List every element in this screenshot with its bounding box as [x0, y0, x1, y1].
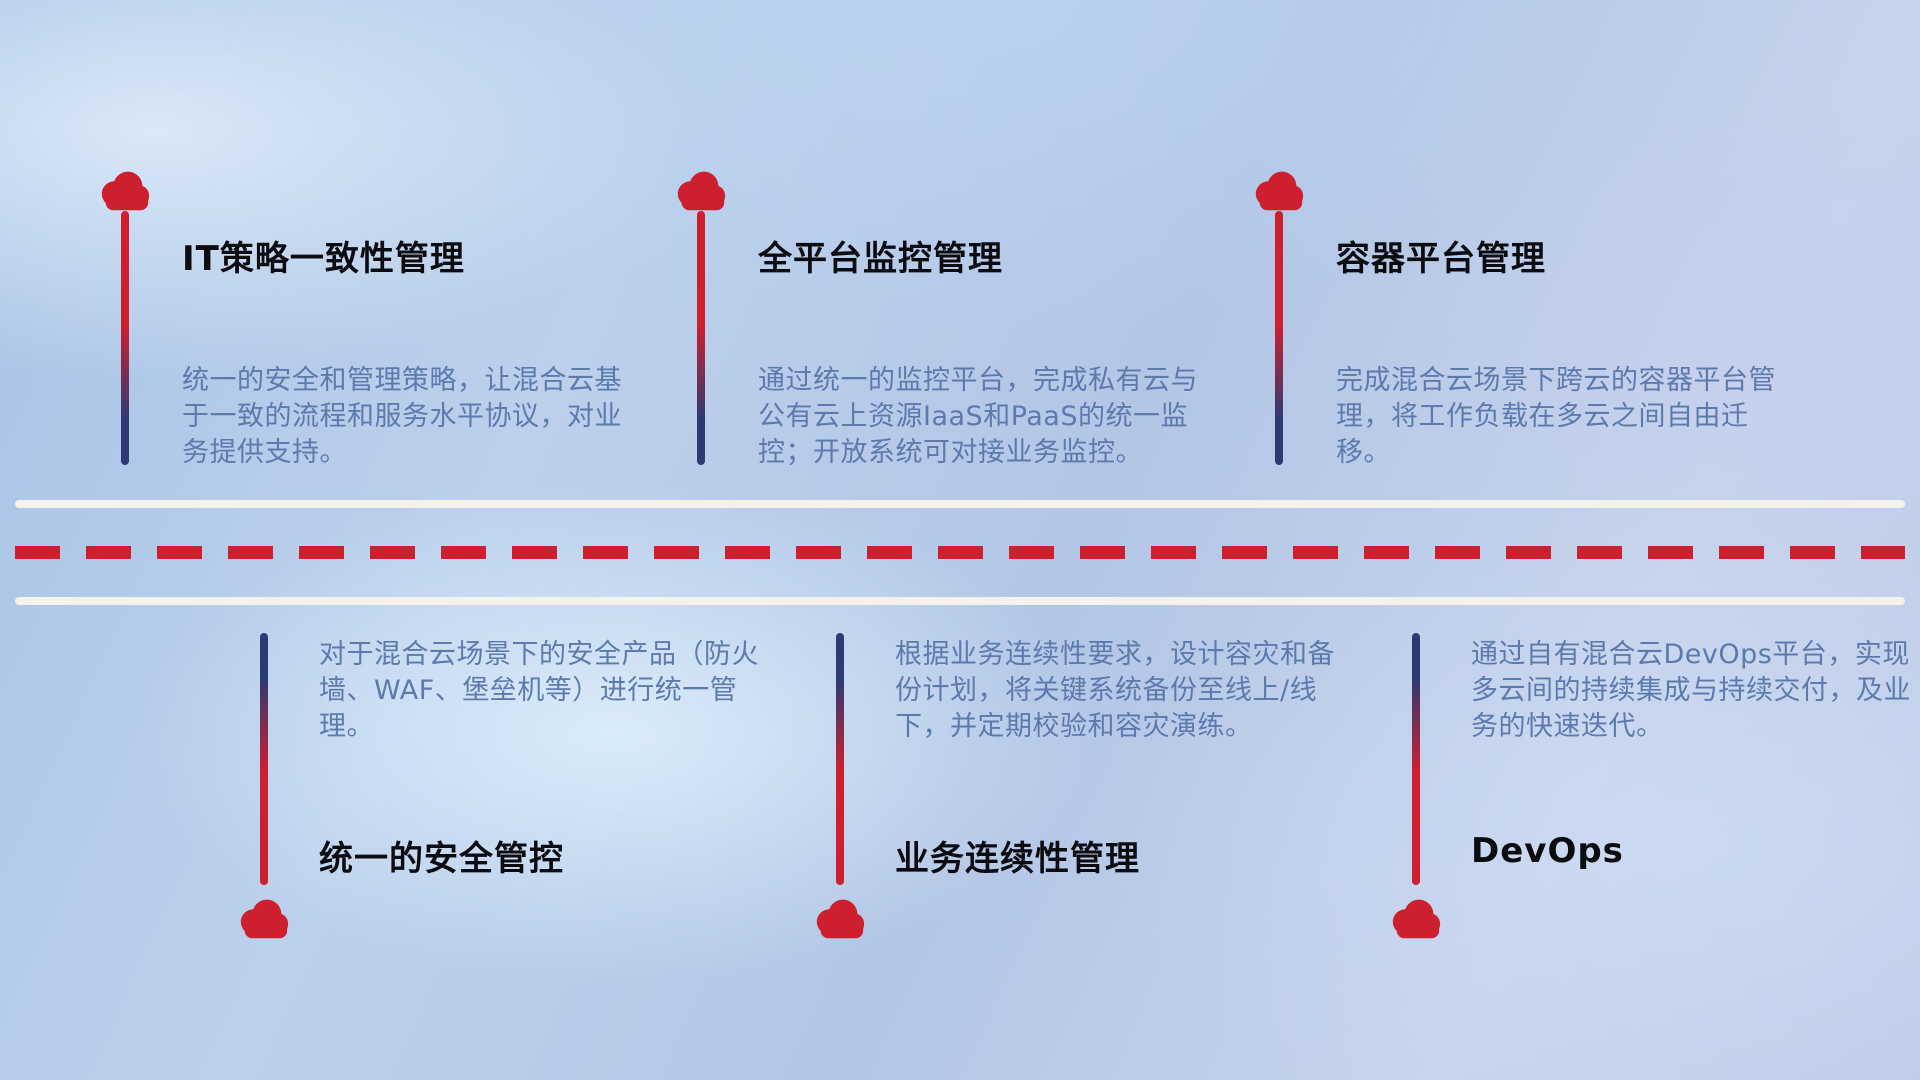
cloud-icon	[96, 169, 154, 211]
feature-unified-security: 对于混合云场景下的安全产品（防火墙、WAF、堡垒机等）进行统一管理。 统一的安全…	[235, 633, 775, 953]
feature-platform-monitoring: 全平台监控管理 通过统一的监控平台，完成私有云与公有云上资源IaaS和PaaS的…	[672, 169, 1212, 479]
cloud-icon	[235, 897, 293, 939]
feature-it-policy-consistency: IT策略一致性管理 统一的安全和管理策略，让混合云基于一致的流程和服务水平协议，…	[96, 169, 636, 479]
feature-desc: 通过统一的监控平台，完成私有云与公有云上资源IaaS和PaaS的统一监控；开放系…	[758, 365, 1198, 468]
pin-line	[836, 633, 844, 885]
cloud-icon	[811, 897, 869, 939]
pin-line	[260, 633, 268, 885]
pin-line	[121, 211, 129, 465]
feature-title: 容器平台管理	[1336, 239, 1546, 279]
feature-desc: 根据业务连续性要求，设计容灾和备份计划，将关键系统备份至线上/线下，并定期校验和…	[895, 639, 1335, 742]
feature-title: DevOps	[1471, 831, 1624, 871]
pin-line	[1275, 211, 1283, 465]
cloud-icon	[1387, 897, 1445, 939]
feature-business-continuity: 根据业务连续性要求，设计容灾和备份计划，将关键系统备份至线上/线下，并定期校验和…	[811, 633, 1351, 953]
road-top-line	[15, 500, 1905, 508]
feature-desc: 通过自有混合云DevOps平台，实现多云间的持续集成与持续交付，及业务的快速迭代…	[1471, 639, 1911, 742]
feature-desc: 统一的安全和管理策略，让混合云基于一致的流程和服务水平协议，对业务提供支持。	[182, 365, 622, 468]
feature-container-platform: 容器平台管理 完成混合云场景下跨云的容器平台管理，将工作负载在多云之间自由迁移。	[1250, 169, 1790, 479]
feature-title: IT策略一致性管理	[182, 239, 465, 279]
feature-title: 全平台监控管理	[758, 239, 1003, 279]
road-dashed-centerline	[15, 546, 1905, 559]
pin-line	[697, 211, 705, 465]
road-bottom-line	[15, 597, 1905, 605]
cloud-icon	[672, 169, 730, 211]
pin-line	[1412, 633, 1420, 885]
feature-desc: 对于混合云场景下的安全产品（防火墙、WAF、堡垒机等）进行统一管理。	[319, 639, 759, 742]
feature-title: 统一的安全管控	[319, 839, 564, 879]
cloud-icon	[1250, 169, 1308, 211]
feature-devops: 通过自有混合云DevOps平台，实现多云间的持续集成与持续交付，及业务的快速迭代…	[1387, 633, 1920, 953]
feature-title: 业务连续性管理	[895, 839, 1140, 879]
feature-desc: 完成混合云场景下跨云的容器平台管理，将工作负载在多云之间自由迁移。	[1336, 365, 1776, 468]
